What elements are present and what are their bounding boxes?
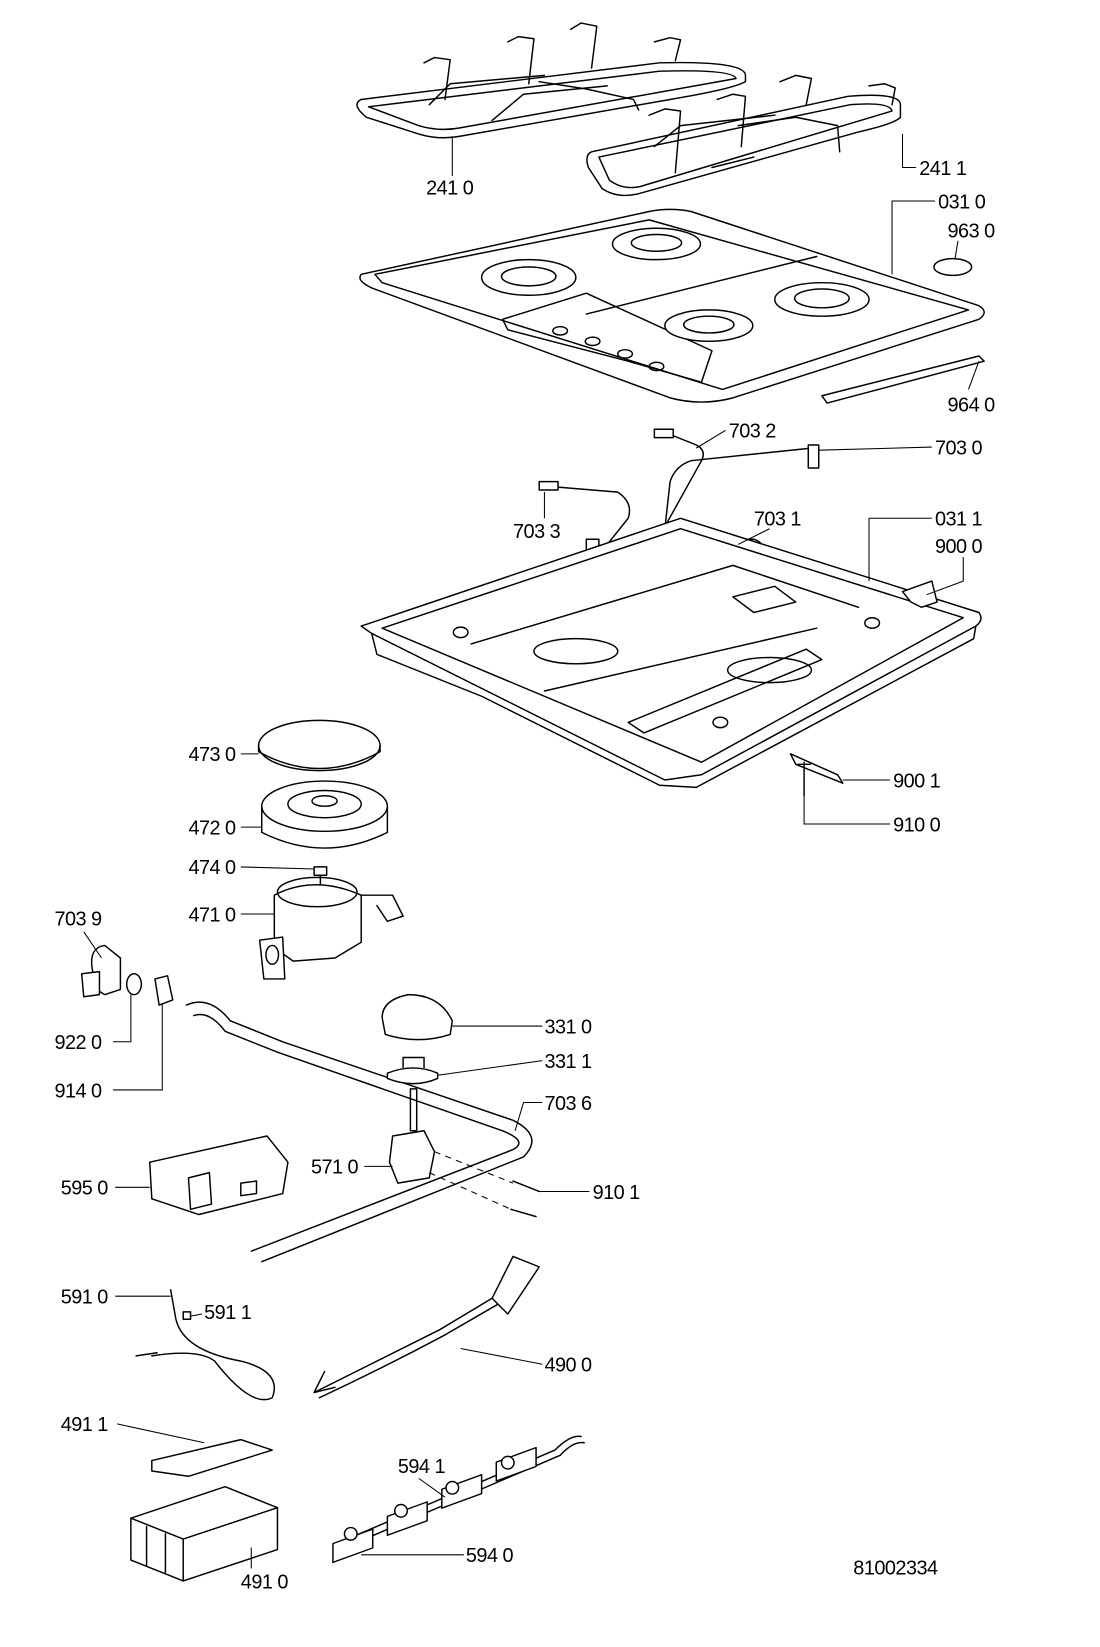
- label-471-0: 471 0: [188, 904, 236, 926]
- ignition-unit-595-0: [148, 1135, 289, 1216]
- label-472-0: 472 0: [188, 817, 236, 839]
- label-241-0: 241 0: [426, 178, 474, 200]
- knob-331-0: [381, 993, 454, 1041]
- base-tray: [360, 517, 982, 789]
- label-900-1: 900 1: [893, 770, 941, 792]
- label-490-0: 490 0: [544, 1355, 592, 1377]
- diagram-number: 81002334: [853, 1558, 938, 1580]
- label-241-1: 241 1: [919, 158, 967, 180]
- label-473-0: 473 0: [188, 744, 236, 766]
- label-031-0: 031 0: [938, 191, 986, 213]
- label-703-3: 703 3: [513, 521, 561, 543]
- label-703-2: 703 2: [729, 421, 777, 443]
- label-331-0: 331 0: [544, 1016, 592, 1038]
- label-910-0: 910 0: [893, 814, 941, 836]
- pan-support-right: [586, 74, 902, 197]
- label-703-1: 703 1: [754, 509, 802, 531]
- elbow-fitting-703-9: [80, 944, 122, 998]
- gas-valve-571-0: [388, 1088, 436, 1184]
- nut-914-0: [154, 975, 174, 1006]
- cover-491-1: [151, 1438, 273, 1478]
- hob-top-panel: [359, 208, 985, 403]
- label-595-0: 595 0: [61, 1178, 109, 1200]
- label-703-6: 703 6: [544, 1093, 592, 1115]
- label-491-0: 491 0: [241, 1571, 289, 1593]
- box-491-0: [130, 1486, 279, 1582]
- label-331-1: 331 1: [544, 1051, 592, 1073]
- screw-910-0: [797, 761, 812, 797]
- pan-support-left: [356, 22, 747, 139]
- burner-cap-473-0: [257, 719, 381, 772]
- strip-964-0: [821, 355, 985, 404]
- switch-strip-594-0: [332, 1435, 585, 1564]
- label-963-0: 963 0: [948, 221, 996, 243]
- plug-963-0: [933, 257, 973, 277]
- bracket-900-0: [901, 580, 938, 608]
- electrode-wire-591-0: [135, 1289, 275, 1401]
- seal-922-0: [125, 972, 143, 996]
- label-914-0: 914 0: [54, 1080, 102, 1102]
- label-031-1: 031 1: [935, 509, 983, 531]
- screw-910-1: [510, 1180, 540, 1218]
- power-cable-490-0: [313, 1255, 540, 1399]
- gas-tube-703-6: [185, 1001, 533, 1263]
- label-703-0: 703 0: [935, 437, 983, 459]
- label-703-9: 703 9: [54, 909, 102, 931]
- knob-base-331-1: [386, 1056, 439, 1085]
- label-594-0: 594 0: [466, 1545, 514, 1567]
- bracket-900-1: [789, 753, 844, 784]
- label-900-0: 900 0: [935, 536, 983, 558]
- label-964-0: 964 0: [948, 394, 996, 416]
- label-571-0: 571 0: [311, 1157, 359, 1179]
- label-491-1: 491 1: [61, 1414, 109, 1436]
- label-474-0: 474 0: [188, 857, 236, 879]
- label-591-1: 591 1: [204, 1302, 252, 1324]
- clip-591-1: [182, 1311, 192, 1320]
- burner-body-471-0: [258, 876, 404, 980]
- burner-crown-472-0: [261, 780, 389, 849]
- label-910-1: 910 1: [593, 1182, 641, 1204]
- label-591-0: 591 0: [61, 1287, 109, 1309]
- label-922-0: 922 0: [54, 1032, 102, 1054]
- leader-lines: [83, 134, 980, 1569]
- label-594-1: 594 1: [398, 1456, 446, 1478]
